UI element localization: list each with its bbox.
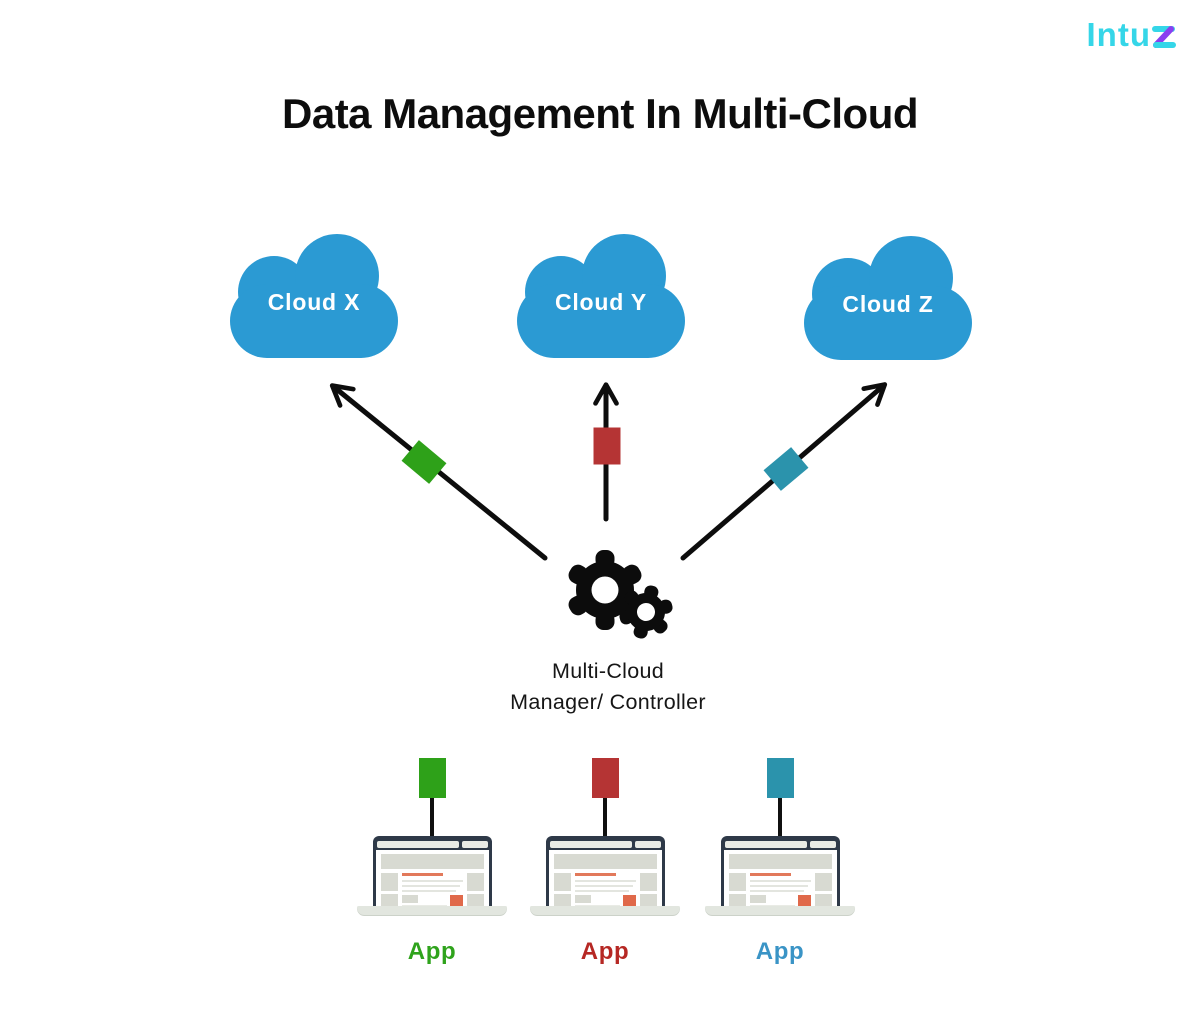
app-label: App <box>755 938 805 965</box>
connector-line <box>430 798 434 836</box>
cloud-icon <box>230 234 398 358</box>
cloud-icon <box>517 234 685 358</box>
cloud-node-y: Cloud Y <box>511 226 691 362</box>
app-node-3: App <box>695 758 865 966</box>
cloud-node-z: Cloud Z <box>798 228 978 364</box>
laptop-base <box>705 906 855 915</box>
webpage-wireframe <box>723 850 837 915</box>
page-title: Data Management In Multi-Cloud <box>282 90 919 138</box>
app-node-2: App <box>520 758 690 966</box>
app-label: App <box>407 938 457 965</box>
data-chip-red <box>593 427 621 465</box>
cloud-node-x: Cloud X <box>224 226 404 362</box>
laptop-icon <box>357 836 507 915</box>
app-node-1: App <box>347 758 517 966</box>
logo-wordmark: Intu <box>1086 16 1151 53</box>
laptop-screen <box>545 836 665 915</box>
cloud-label: Cloud Y <box>554 288 648 315</box>
data-chip-teal <box>766 758 794 798</box>
arrow-to-cloud-x <box>329 383 548 561</box>
data-chip-green <box>418 758 446 798</box>
laptop-screen <box>372 836 492 915</box>
data-chip-teal <box>763 447 809 491</box>
arrow-to-cloud-z <box>680 382 888 561</box>
laptop-base <box>530 906 680 915</box>
app-label: App <box>580 938 630 965</box>
connector-line <box>778 798 782 836</box>
cloud-icon <box>804 236 972 360</box>
manager-label-line2: Manager/ Controller <box>510 690 706 714</box>
manager-label: Multi-Cloud Manager/ Controller <box>405 656 811 718</box>
manager-label-line1: Multi-Cloud <box>551 659 665 683</box>
data-chip-red <box>591 758 619 798</box>
logo-z-icon <box>1152 26 1176 48</box>
laptop-base <box>357 906 507 915</box>
laptop-icon <box>705 836 855 915</box>
intuz-logo: Intu <box>1086 16 1176 53</box>
data-chip-green <box>401 440 447 484</box>
laptop-icon <box>530 836 680 915</box>
cloud-label: Cloud Z <box>842 290 934 317</box>
gears-icon <box>568 550 673 639</box>
connector-line <box>603 798 607 836</box>
laptop-screen <box>720 836 840 915</box>
cloud-label: Cloud X <box>267 288 361 315</box>
